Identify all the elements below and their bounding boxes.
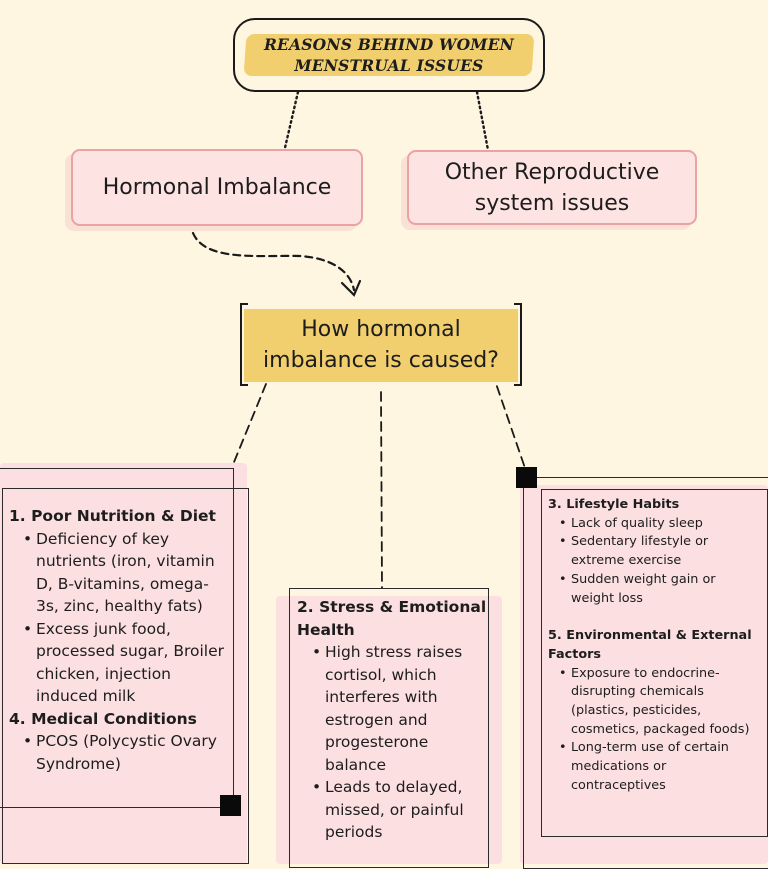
question-highlight xyxy=(244,309,518,382)
medical-conditions-list: PCOS (Polycystic Ovary Syndrome) xyxy=(9,730,231,775)
list-item: Sedentary lifestyle or extreme exercise xyxy=(559,533,762,570)
stress-heading: 2. Stress & Emotional Health xyxy=(297,598,487,639)
list-item: Excess junk food, processed sugar, Broil… xyxy=(23,618,231,708)
question-line-2: imbalance is caused? xyxy=(263,347,499,373)
left-panel-text: 1. Poor Nutrition & Diet Deficiency of k… xyxy=(9,505,231,775)
list-item: Sudden weight gain or weight loss xyxy=(559,571,762,608)
list-item: Long-term use of certain medications or … xyxy=(559,739,762,795)
connector-question-to-middle xyxy=(380,391,383,589)
list-item: Lack of quality sleep xyxy=(559,515,762,534)
bracket-left xyxy=(240,303,248,386)
environmental-heading: 5. Environmental & External Factors xyxy=(548,628,752,662)
list-item: Exposure to endocrine-disrupting chemica… xyxy=(559,665,762,740)
connector-hormonal-to-question xyxy=(191,231,356,292)
other-reproductive-box: Other Reproductive system issues xyxy=(407,150,697,225)
list-item: PCOS (Polycystic Ovary Syndrome) xyxy=(23,730,231,775)
stress-list: High stress raises cortisol, which inter… xyxy=(297,641,487,844)
left-panel-outline-outer xyxy=(0,468,234,808)
connector-title-to-hormonal xyxy=(282,90,300,154)
hormonal-imbalance-label: Hormonal Imbalance xyxy=(102,175,332,200)
middle-panel-text: 2. Stress & Emotional Health High stress… xyxy=(297,596,487,844)
list-item: Leads to delayed, missed, or painful per… xyxy=(312,776,487,844)
list-item: High stress raises cortisol, which inter… xyxy=(312,641,487,776)
lifestyle-heading: 3. Lifestyle Habits xyxy=(548,497,680,512)
bracket-right xyxy=(514,303,522,386)
other-reproductive-line-1: Other Reproductive xyxy=(444,159,660,185)
right-panel-text: 3. Lifestyle Habits Lack of quality slee… xyxy=(548,496,762,796)
connector-title-to-other xyxy=(475,90,490,152)
connector-question-to-right xyxy=(491,371,526,469)
list-item: Deficiency of key nutrients (iron, vitam… xyxy=(23,528,231,618)
lifestyle-list: Lack of quality sleep Sedentary lifestyl… xyxy=(548,515,762,609)
hormonal-imbalance-box: Hormonal Imbalance xyxy=(71,149,363,226)
left-panel-square-marker xyxy=(220,795,241,816)
poor-nutrition-list: Deficiency of key nutrients (iron, vitam… xyxy=(9,528,231,708)
poor-nutrition-heading: 1. Poor Nutrition & Diet xyxy=(9,507,216,525)
medical-conditions-heading: 4. Medical Conditions xyxy=(9,709,197,728)
arrowhead xyxy=(340,279,362,297)
connector-question-to-left xyxy=(231,383,267,468)
title-line-1: REASONS BEHIND WOMEN xyxy=(263,35,515,54)
question-line-1: How hormonal xyxy=(301,316,461,342)
diagram-title: REASONS BEHIND WOMEN MENSTRUAL ISSUES xyxy=(264,34,514,76)
title-line-2: MENSTRUAL ISSUES xyxy=(294,56,484,75)
other-reproductive-line-2: system issues xyxy=(474,190,630,216)
environmental-list: Exposure to endocrine-disrupting chemica… xyxy=(548,665,762,796)
right-panel-square-marker xyxy=(516,467,537,488)
title-pill: REASONS BEHIND WOMEN MENSTRUAL ISSUES xyxy=(233,18,545,92)
question-box: How hormonal imbalance is caused? xyxy=(240,303,522,386)
